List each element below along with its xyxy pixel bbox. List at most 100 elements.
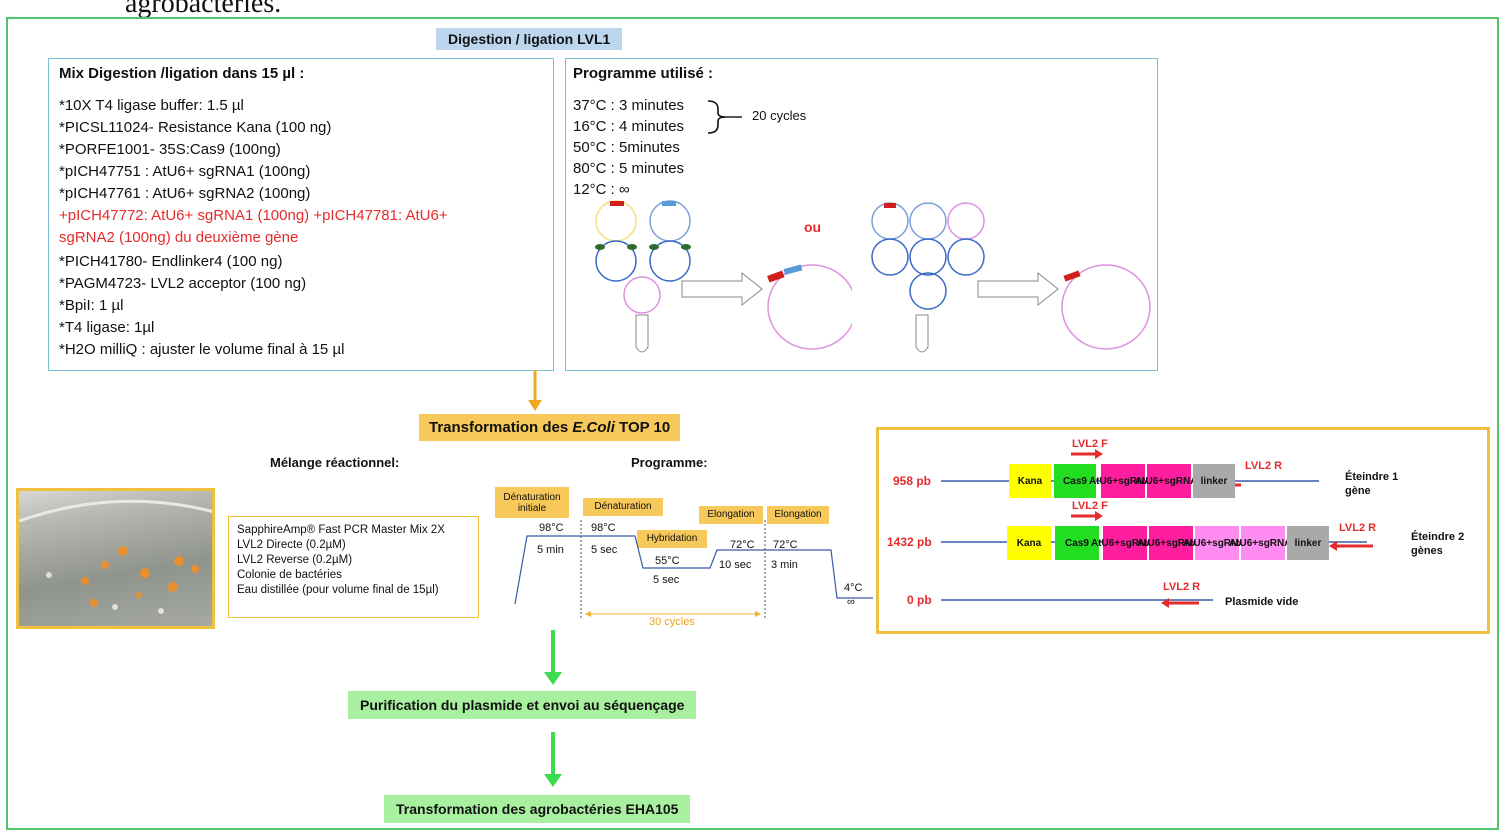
mix-item: *10X T4 ligase buffer: 1.5 µl — [59, 97, 244, 114]
transformation-title: Transformation des E.Coli TOP 10 — [419, 414, 681, 441]
atu6-text: AtU6+ — [1228, 537, 1259, 549]
top-fragment-text: agrobactéries. — [125, 0, 282, 19]
programme-heading: Programme utilisé : — [573, 65, 714, 82]
elongation-label-2: Elongation — [767, 506, 829, 524]
pcr-temp-5: 72°C — [773, 539, 798, 551]
mix-item: *PICSL11024- Resistance Kana (100 ng) — [59, 119, 332, 136]
atu6-text: AtU6+ — [1136, 537, 1167, 549]
transformation-title-post: TOP 10 — [614, 419, 671, 436]
cycle-brace-icon — [707, 100, 742, 134]
petri-dish-photo — [16, 488, 215, 629]
hybridation-label: Hybridation — [637, 530, 707, 548]
row1-rev-label: LVL2 R — [1245, 460, 1283, 472]
mix-item-red: +pICH47772: AtU6+ sgRNA1 (100ng) +pICH47… — [59, 207, 448, 224]
mix-panel: Mix Digestion /ligation dans 15 µl : *10… — [48, 58, 554, 371]
melange-line: SapphireAmp® Fast PCR Master Mix 2X — [237, 524, 445, 536]
mix-item: *PORFE1001- 35S:Cas9 (100ng) — [59, 141, 281, 158]
melange-box: SapphireAmp® Fast PCR Master Mix 2X LVL2… — [228, 516, 479, 618]
linker-gene: linker — [1193, 464, 1235, 498]
pcr-temp-2: 98°C — [591, 522, 616, 534]
linker-gene: linker — [1287, 526, 1329, 560]
pcr-temperature-profile — [514, 520, 873, 620]
constructs-panel: 958 pb LVL2 F LVL2 R Kana Cas9 AtU6+sgRN… — [876, 427, 1490, 634]
atu6-text: AtU6+ — [1088, 475, 1119, 487]
transformation-title-pre: Transformation des — [429, 419, 573, 436]
melange-line: LVL2 Directe (0.2µM) — [237, 539, 346, 551]
row1-size: 958 pb — [893, 474, 932, 488]
mix-item: *pICH47761 : AtU6+ sgRNA2 (100ng) — [59, 185, 311, 202]
row3-rev-label: LVL2 R — [1163, 581, 1201, 593]
orange-arrow-down-icon — [528, 370, 542, 411]
purification-box: Purification du plasmide et envoi au séq… — [348, 691, 697, 719]
row1-fwd-label: LVL2 F — [1072, 438, 1108, 450]
pcr-dur-6: ∞ — [847, 596, 855, 608]
mix-item-red: sgRNA2 (100ng) du deuxième gène — [59, 229, 299, 246]
programme-step: 50°C : 5minutes — [573, 139, 680, 156]
atu6-text: AtU6+ — [1182, 537, 1213, 549]
assembly-schematic-2 — [871, 202, 1151, 353]
melange-heading: Mélange réactionnel: — [270, 455, 400, 470]
agro-transformation-box: Transformation des agrobactéries EHA105 — [384, 795, 691, 823]
atu6-text: AtU6+ — [1134, 475, 1165, 487]
melange-line: Colonie de bactéries — [237, 569, 342, 581]
programme-step: 80°C : 5 minutes — [573, 160, 685, 177]
melange-line: LVL2 Reverse (0.2µM) — [237, 554, 353, 566]
row2-rev-label: LVL2 R — [1339, 522, 1377, 534]
atu6-text: AtU6+ — [1090, 537, 1121, 549]
pcr-dur-1: 5 min — [537, 544, 564, 556]
sgrna1-text: sgRNA1 — [1120, 537, 1160, 549]
cas9-gene: Cas9 — [1055, 526, 1099, 560]
bacteria-colonies-image — [19, 499, 212, 614]
mix-item: *BpiI: 1 µl — [59, 297, 124, 314]
pcr-temp-4: 72°C — [730, 539, 755, 551]
cycles-label: 20 cycles — [752, 108, 807, 123]
pcr-temp-1: 98°C — [539, 522, 564, 534]
green-arrow-down-icon — [544, 630, 562, 685]
sgrna2-text: sgRNA2 — [1164, 475, 1204, 487]
programme-step: 12°C : ∞ — [573, 181, 630, 198]
mix-item: *PICH41780- Endlinker4 (100 ng) — [59, 253, 283, 270]
row2-fwd-label: LVL2 F — [1072, 500, 1108, 512]
sgrna2-gene: AtU6+sgRNA2 — [1135, 464, 1203, 498]
melange-line: Eau distillée (pour volume final de 15µl… — [237, 584, 439, 596]
pcr-temp-6: 4°C — [844, 582, 863, 594]
row3-note: Plasmide vide — [1225, 596, 1299, 608]
mix-item: *PAGM4723- LVL2 acceptor (100 ng) — [59, 275, 307, 292]
sgrna1-gene: AtU6+sgRNA1 — [1089, 464, 1157, 498]
sgrna1-text: sgRNA1 — [1212, 537, 1252, 549]
sgrna1-gene: AtU6+sgRNA1 — [1091, 526, 1159, 560]
mix-item: *pICH47751 : AtU6+ sgRNA1 (100ng) — [59, 163, 311, 180]
programme-steps: 37°C : 3 minutes 16°C : 4 minutes 50°C :… — [573, 95, 684, 200]
outer-frame — [6, 17, 1499, 830]
transformation-title-italic: E.Coli — [572, 419, 615, 436]
row1-note: Éteindre 1 gène — [1345, 471, 1399, 497]
denaturation-initiale-label: Dénaturation initiale — [495, 487, 569, 518]
pcr-dur-5: 3 min — [771, 559, 798, 571]
programme-step: 37°C : 3 minutes — [573, 97, 685, 114]
sgrna2-text: sgRNA2 — [1166, 537, 1206, 549]
cas9-gene: Cas9 — [1054, 464, 1096, 498]
sgrna1-gene-2: AtU6+sgRNA1 — [1183, 526, 1251, 560]
kana-gene: Kana — [1007, 526, 1051, 560]
pcr-heading: Programme: — [631, 455, 708, 470]
mix-heading: Mix Digestion /ligation dans 15 µl : — [59, 65, 305, 82]
programme-panel: Programme utilisé : 37°C : 3 minutes 16°… — [565, 58, 1158, 371]
row2-note: Éteindre 2 gènes — [1411, 531, 1465, 557]
pcr-dur-2: 5 sec — [591, 544, 618, 556]
mix-item: *H2O milliQ : ajuster le volume final à … — [59, 341, 345, 358]
sgrna2-gene: AtU6+sgRNA2 — [1137, 526, 1205, 560]
row3-size: 0 pb — [907, 593, 932, 607]
mix-item: *T4 ligase: 1µl — [59, 319, 155, 336]
denaturation-label: Dénaturation — [583, 498, 663, 516]
digestion-title: Digestion / ligation LVL1 — [436, 28, 623, 50]
sgrna2-text: sgRNA2 — [1258, 537, 1298, 549]
pcr-temp-3: 55°C — [655, 555, 680, 567]
assembly-schematic-1 — [595, 200, 852, 353]
mix-list: *10X T4 ligase buffer: 1.5 µl *PICSL1102… — [59, 95, 448, 361]
programme-step: 16°C : 4 minutes — [573, 118, 685, 135]
pcr-dur-3: 5 sec — [653, 574, 680, 586]
kana-gene: Kana — [1009, 464, 1051, 498]
green-arrow-down-icon — [544, 732, 562, 787]
pcr-cycles-label: 30 cycles — [649, 616, 695, 628]
sgrna1-text: sgRNA1 — [1118, 475, 1158, 487]
